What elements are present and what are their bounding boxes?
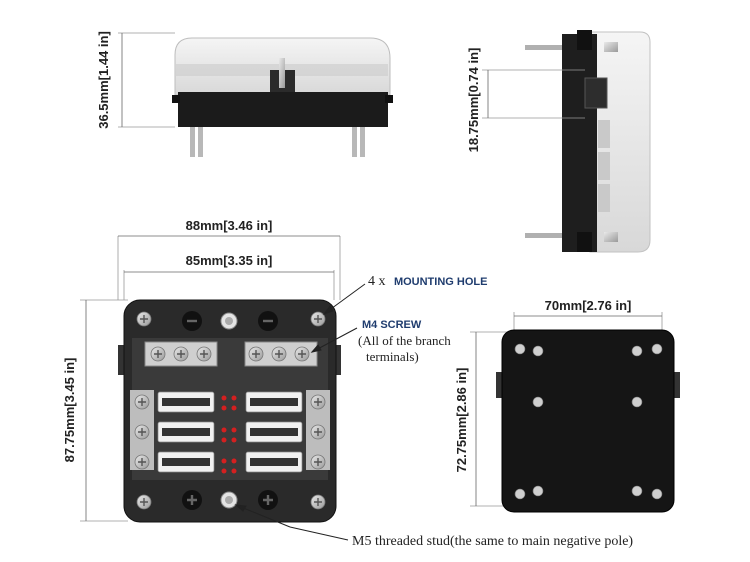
terminal-screw-icon <box>310 394 326 410</box>
terminal-screw-icon <box>248 346 264 362</box>
terminal-screw-icon <box>196 346 212 362</box>
terminal-screw-icon <box>134 394 150 410</box>
side-height-label: 18.75mm[0.74 in] <box>466 48 481 153</box>
fuse-icon <box>245 391 303 413</box>
terminal-screw-icon <box>294 346 310 362</box>
terminal-screw-icon <box>310 454 326 470</box>
plus-symbol-icon <box>256 488 280 512</box>
fuse-icon <box>157 451 215 473</box>
outer-width-label: 88mm[3.46 in] <box>186 218 273 233</box>
minus-symbol-icon <box>256 309 280 333</box>
mounting-screw-icon <box>136 494 152 510</box>
top-height-dimension <box>118 32 175 128</box>
back-view <box>496 329 680 513</box>
m4-note-line2: terminals) <box>366 349 419 364</box>
back-width-label: 70mm[2.76 in] <box>545 298 632 313</box>
top-view <box>172 37 393 157</box>
stud-bolt-icon <box>220 491 238 509</box>
mounting-screw-icon <box>310 494 326 510</box>
fuse-icon <box>157 391 215 413</box>
side-height-dimension <box>482 69 585 119</box>
m5-stud-callout: M5 threaded stud(the same to main negati… <box>352 534 633 549</box>
front-height-label: 87.75mm[3.45 in] <box>62 358 77 463</box>
fuse-icon <box>157 421 215 443</box>
terminal-screw-icon <box>173 346 189 362</box>
terminal-screw-icon <box>134 454 150 470</box>
top-height-label: 36.5mm[1.44 in] <box>96 31 111 129</box>
terminal-screw-icon <box>271 346 287 362</box>
front-view <box>118 299 341 523</box>
m4-screw-callout: M4 SCREW <box>362 319 422 331</box>
front-height-dimension <box>80 299 128 522</box>
mounting-screw-icon <box>136 311 152 327</box>
stud-bolt-icon <box>220 312 238 330</box>
terminal-screw-icon <box>310 424 326 440</box>
fuse-icon <box>245 421 303 443</box>
side-view <box>525 30 651 253</box>
led-indicators <box>221 395 237 474</box>
terminal-screw-icon <box>150 346 166 362</box>
back-height-label: 72.75mm[2.86 in] <box>454 368 469 473</box>
callout-arrows <box>234 283 366 541</box>
mounting-screw-icon <box>310 311 326 327</box>
mounting-hole-callout: 4 x MOUNTING HOLE <box>368 272 487 289</box>
plus-symbol-icon <box>180 488 204 512</box>
fuse-icon <box>245 451 303 473</box>
terminal-screw-icon <box>134 424 150 440</box>
minus-symbol-icon <box>180 309 204 333</box>
m4-note-line1: (All of the branch <box>358 333 451 348</box>
front-width-dimensions <box>117 235 341 300</box>
inner-width-label: 85mm[3.35 in] <box>186 253 273 268</box>
